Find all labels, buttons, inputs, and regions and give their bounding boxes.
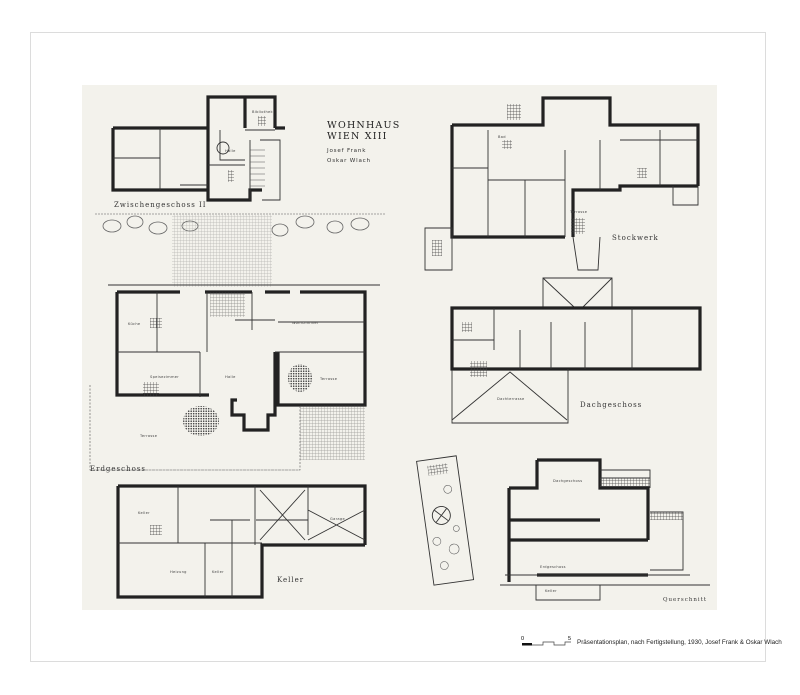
floor-label-attic: Dachgeschoss	[580, 401, 642, 409]
cross-section: Dachgeschoss Erdgeschoss Keller Querschn…	[500, 458, 710, 603]
room-label: Halle	[225, 375, 236, 379]
floor-label-basement: Keller	[277, 576, 304, 584]
title-line-2: WIEN XIII	[327, 131, 388, 142]
room-label: Bad	[498, 135, 506, 139]
scale-bar: 0 5	[521, 636, 571, 646]
architect-1: Josef Frank	[326, 148, 366, 154]
room-label: Erdgeschoss	[540, 565, 566, 569]
room-label: Halle	[225, 149, 236, 153]
room-label: Bibliothek	[252, 110, 274, 114]
room-label: Terrasse	[319, 377, 338, 381]
plan-paper	[82, 85, 717, 610]
room-label: Küche	[128, 322, 141, 326]
room-label: Keller	[545, 589, 557, 593]
floor-label-section: Querschnitt	[663, 597, 707, 603]
floor-label-ground: Erdgeschoss	[90, 465, 146, 473]
room-label: Garage	[330, 517, 345, 521]
room-label: Terrasse	[569, 210, 588, 214]
room-label: Terrasse	[139, 434, 158, 438]
sheet-frame	[30, 32, 766, 662]
room-label: Speisezimmer	[150, 375, 179, 379]
room-label: Dachterrasse	[497, 397, 525, 401]
architect-2: Oskar Wlach	[327, 158, 371, 164]
title-line-1: WOHNHAUS	[327, 120, 400, 131]
room-label: Heizung	[170, 570, 187, 574]
attic-plan: Dachterrasse Dachgeschoss	[450, 277, 702, 424]
room-label: Wohnzimmer	[292, 321, 319, 325]
room-label: Dachgeschoss	[553, 479, 582, 483]
floor-label-mezzanine: Zwischengeschoss II	[114, 201, 207, 209]
upper-floor-plan: Bad Terrasse Stockwerk	[424, 96, 700, 271]
room-label: Keller	[212, 570, 224, 574]
room-label: Keller	[138, 511, 150, 515]
basement-plan: Keller Heizung Keller Garage Keller	[116, 484, 367, 599]
scale-end: 5	[568, 636, 571, 642]
scale-start: 0	[521, 636, 524, 642]
ground-floor-plan: Küche Speisezimmer Halle Wohnzimmer Terr…	[89, 213, 385, 473]
caption: Präsentationsplan, nach Fertigstellung, …	[577, 639, 782, 646]
mezzanine-plan: Bibliothek Halle Zwischengeschoss II	[111, 95, 285, 209]
floor-label-upper: Stockwerk	[612, 234, 659, 242]
site-plan	[416, 455, 475, 586]
